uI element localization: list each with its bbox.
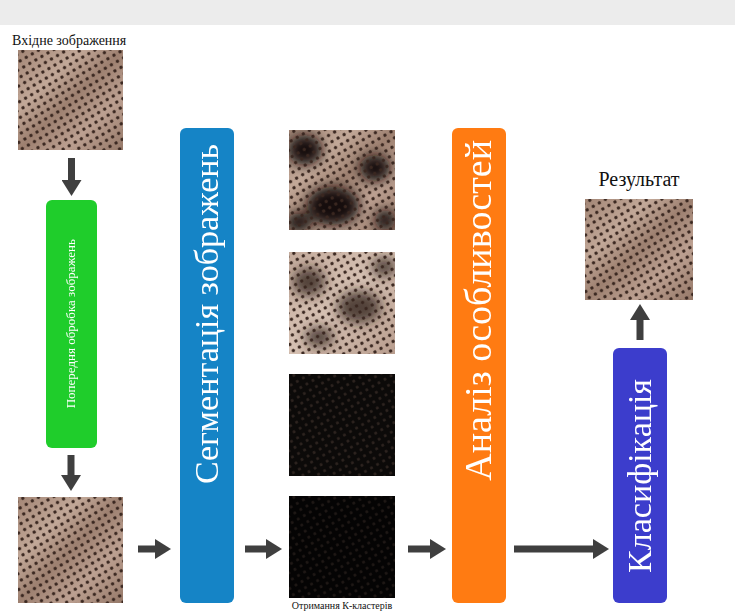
flow-arrow: [408, 546, 430, 553]
image-texture: [289, 496, 395, 598]
process-box: Аналіз особливостей: [452, 128, 506, 603]
image-texture: [289, 374, 395, 476]
box-label: Сегментація зображень: [188, 144, 225, 484]
image-ground: [18, 50, 123, 150]
flow-arrow: [138, 546, 155, 553]
flow-arrow: [245, 546, 266, 553]
image-texture: [18, 497, 123, 603]
flow-arrows: [71, 455, 430, 549]
input-image-node: Вхідне зображення: [8, 33, 153, 150]
top-band: [0, 0, 735, 25]
image-texture: [18, 50, 123, 150]
image-texture: [585, 199, 693, 300]
cluster-image: [289, 496, 395, 598]
cluster-caption: Отримання К-кластерів: [242, 600, 442, 611]
flow-arrow: [68, 158, 75, 180]
result-image-node: Результат: [585, 168, 693, 300]
preprocessed-image: [18, 497, 123, 603]
image-ground: [289, 496, 395, 598]
cluster-image: [287, 130, 395, 231]
cluster-image: [289, 252, 396, 354]
process-box: Попередня обробка зображень: [46, 200, 97, 448]
box-label: Аналіз особливостей: [458, 140, 500, 481]
cluster-image: [289, 374, 395, 476]
flow-arrow: [514, 546, 593, 553]
process-box: Класифікація: [613, 348, 667, 603]
image-caption: Вхідне зображення: [12, 33, 126, 48]
image-caption: Результат: [598, 168, 679, 190]
box-label: Попередня обробка зображень: [64, 239, 78, 408]
box-label: Класифікація: [621, 379, 658, 573]
image-ground: [289, 252, 395, 354]
flow-arrow: [68, 455, 75, 475]
image-texture: [289, 252, 395, 354]
image-texture: [289, 130, 395, 230]
process-box: Сегментація зображень: [180, 128, 234, 603]
flow-arrow: [637, 320, 644, 340]
image-ground: [18, 497, 123, 603]
result-image: [585, 199, 693, 300]
image-ground: [289, 374, 395, 476]
image-ground: [289, 130, 395, 230]
input-image: [18, 50, 123, 150]
image-ground: [585, 199, 693, 300]
